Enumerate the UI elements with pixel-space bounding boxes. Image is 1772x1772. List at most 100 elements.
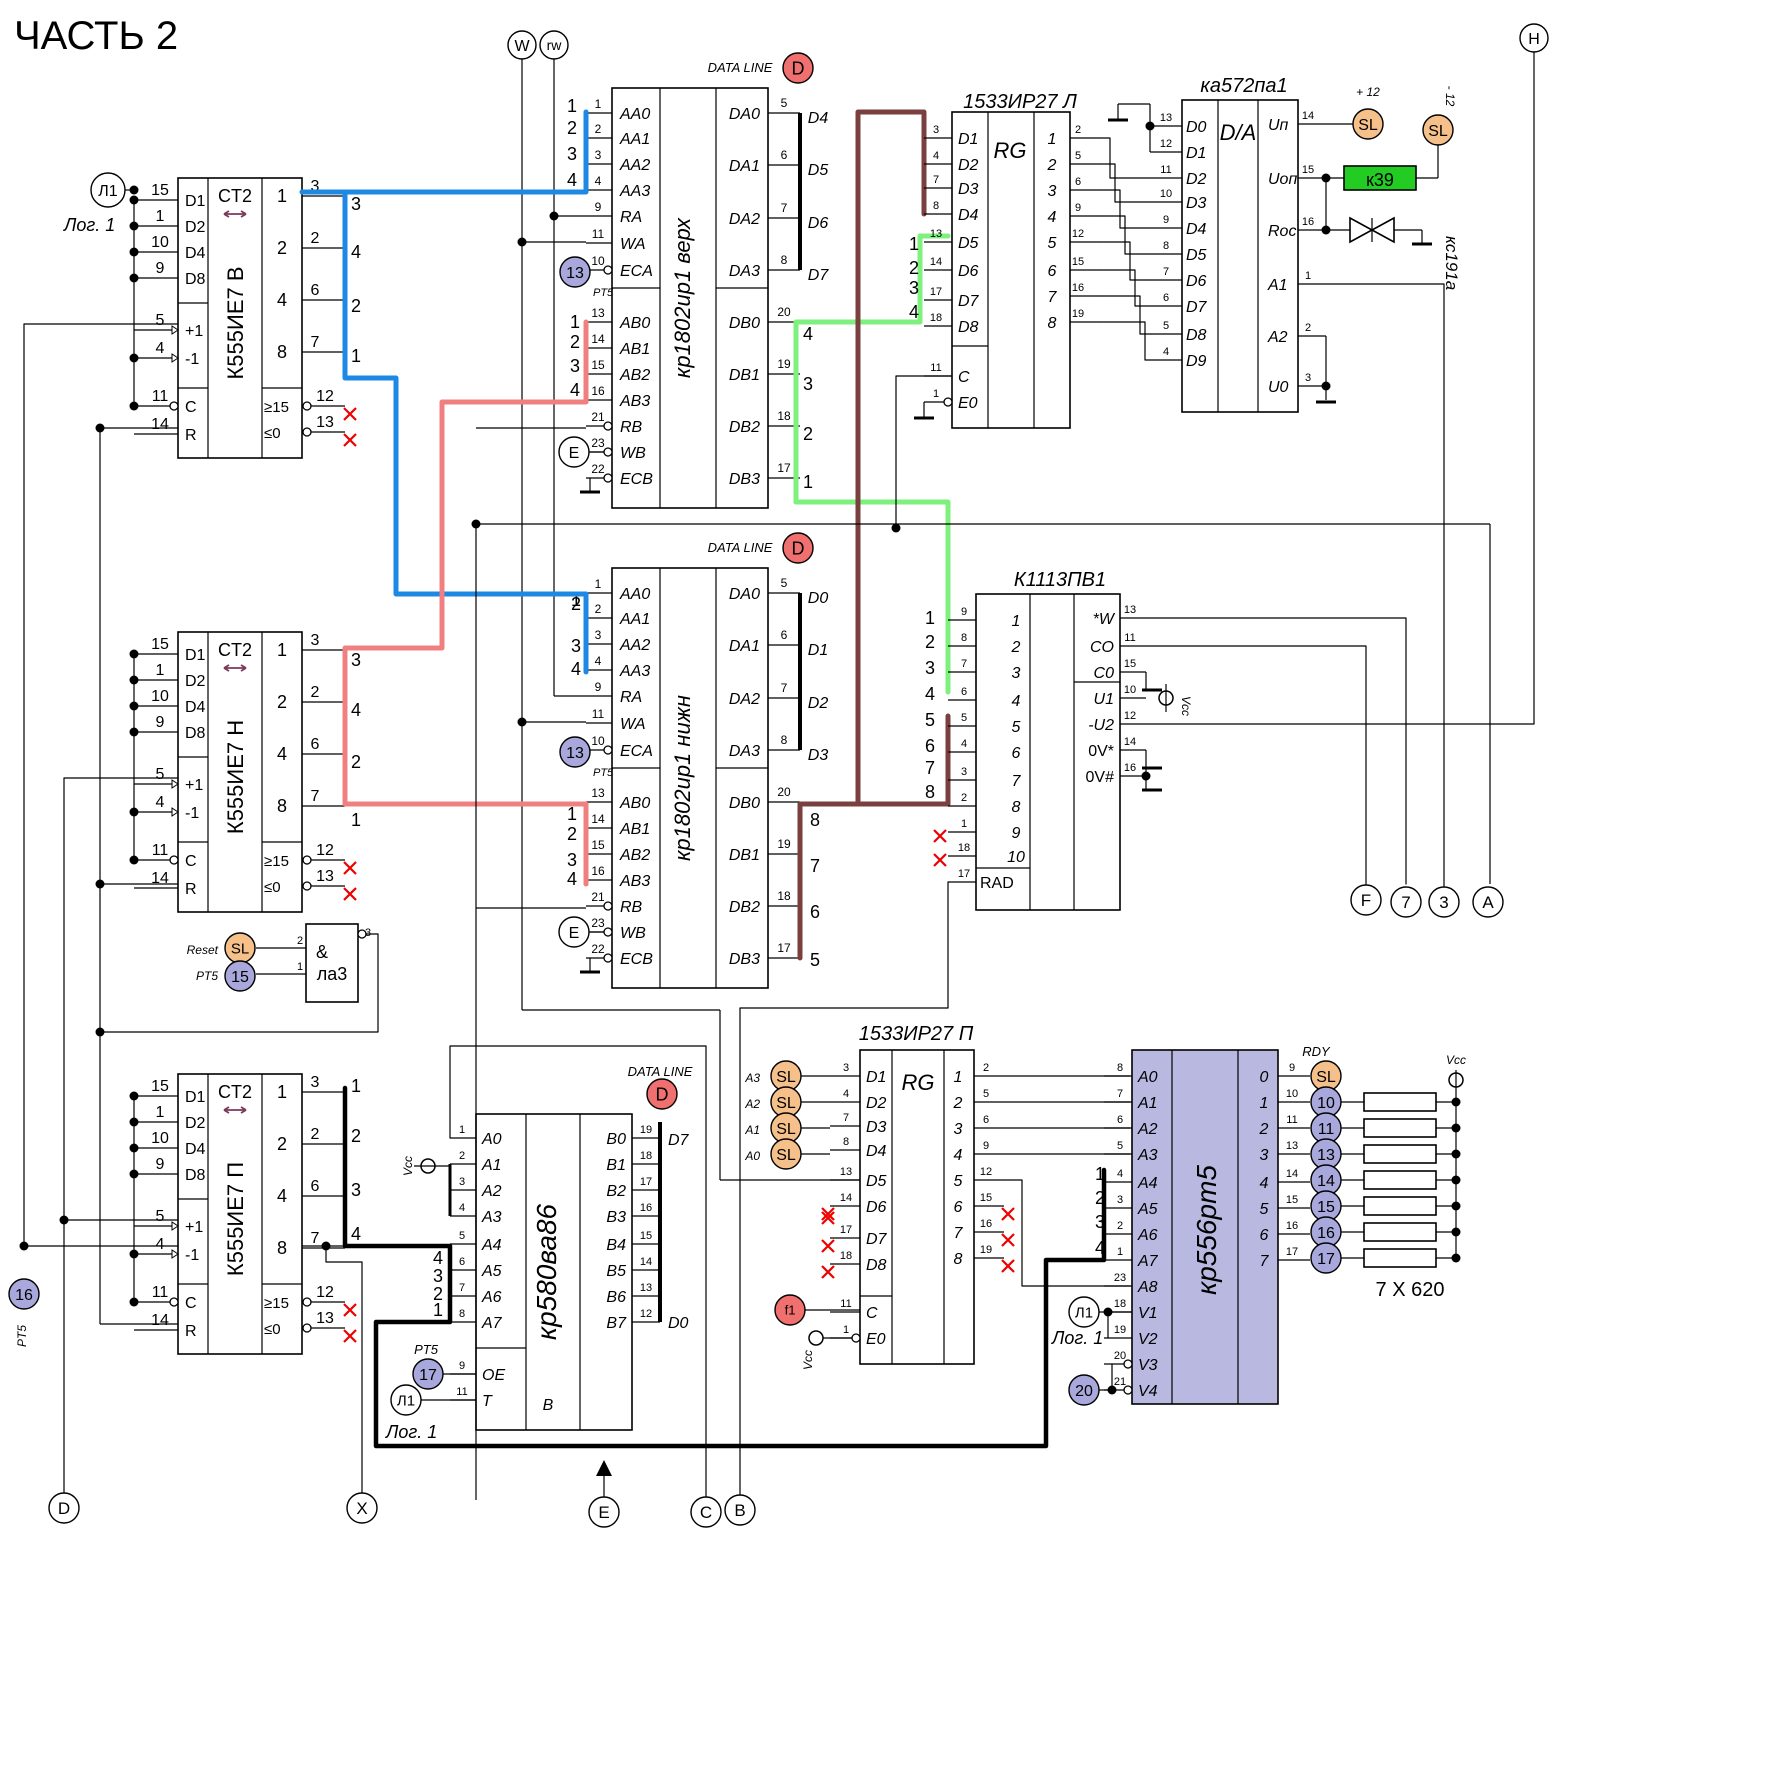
counter-input-label: -1 — [185, 1247, 199, 1264]
pin-number: 8 — [1163, 240, 1169, 252]
pin-number: 1 — [1305, 270, 1311, 282]
register-input-label: D2 — [866, 1095, 887, 1112]
counter-output-label: 4 — [277, 290, 287, 310]
dac-wire — [1099, 189, 1151, 229]
ram-pin-label: AB1 — [619, 821, 650, 838]
pin-number: 18 — [777, 889, 791, 903]
pin-number: 3 — [1305, 372, 1311, 384]
pullup-resistor — [1363, 1248, 1437, 1268]
pin-number: 19 — [777, 357, 791, 371]
pin-number: 5 — [1117, 1140, 1123, 1152]
logic-one-label: Лог. 1 — [385, 1422, 437, 1442]
ram-pin-label: AB2 — [619, 367, 650, 384]
ram-pin-label: WB — [620, 445, 646, 462]
pin-number: 19 — [1114, 1324, 1126, 1336]
pin-number: 11 — [1160, 164, 1171, 176]
register-output-label: 4 — [1048, 209, 1057, 226]
adc-body — [975, 593, 1121, 911]
pin-number: 4 — [156, 1236, 165, 1253]
pin-number: 4 — [459, 1202, 465, 1214]
counter-input-label: D8 — [185, 271, 206, 288]
bus-bit: 4 — [433, 1248, 443, 1268]
marker-15-text: 15 — [231, 969, 249, 986]
counter-name: К555ИЕ7 Н — [223, 720, 248, 834]
ram-pin-label: DA2 — [729, 211, 760, 228]
pin-number: 9 — [595, 200, 602, 214]
pin-number: 2 — [297, 935, 303, 947]
pin-number: 3 — [595, 148, 602, 162]
data-label: D3 — [808, 747, 829, 764]
wire — [449, 1045, 707, 1501]
buffer-pin-label: A3 — [481, 1209, 502, 1226]
pin-number: 1 — [459, 1124, 465, 1136]
pin-number: 9 — [156, 1156, 165, 1173]
nand-gate — [305, 923, 359, 1003]
green-bus — [793, 499, 951, 695]
counter-flag-label: ≤0 — [264, 879, 281, 896]
pin-number: 10 — [151, 234, 169, 251]
pin-number: 2 — [311, 230, 320, 247]
reset-label: Reset — [187, 943, 219, 957]
counter-output-label: 2 — [277, 1134, 287, 1154]
counter-input-label: D1 — [185, 193, 206, 210]
adc-output-label: CO — [1090, 639, 1114, 656]
pin-number: 8 — [781, 253, 788, 267]
no-connect-mark — [1001, 1233, 1015, 1247]
pin-number: 16 — [591, 384, 605, 398]
ram-pin-label: RA — [620, 689, 642, 706]
wire — [739, 881, 949, 1501]
connector-A-text: A — [1482, 893, 1494, 912]
address-bit: 3 — [571, 636, 581, 656]
register-input-label: D7 — [958, 293, 980, 310]
pin-number: 8 — [1117, 1062, 1123, 1074]
dac-input-label: D7 — [1186, 299, 1208, 316]
data-label: D0 — [808, 590, 829, 607]
pin-number: 12 — [1124, 710, 1136, 722]
pin-number: 9 — [1075, 202, 1081, 214]
connector-e-text: E — [598, 1503, 609, 1522]
connector-b — [724, 1494, 756, 1526]
dac-output-label: U0 — [1268, 379, 1289, 396]
pin-number: 5 — [781, 576, 788, 590]
pin-number: 5 — [983, 1088, 989, 1100]
pin-number: 14 — [151, 1312, 169, 1329]
pullup-resistor — [1363, 1144, 1437, 1164]
wire — [1325, 283, 1445, 889]
pin-number: 6 — [1075, 176, 1081, 188]
pin-number: 23 — [591, 436, 605, 450]
inversion-bubble — [169, 401, 179, 411]
logic-one-label: Лог. 1 — [63, 215, 115, 235]
bus-bit: 5 — [810, 950, 820, 970]
no-connect-mark — [933, 829, 947, 843]
counter-input-label: +1 — [185, 1219, 203, 1236]
pin-number: 15 — [591, 838, 605, 852]
pt5-label: PT5 — [196, 969, 218, 983]
bus-bit: 4 — [909, 302, 919, 322]
pin-number: 2 — [595, 602, 602, 616]
bus-bit: 2 — [925, 632, 935, 652]
pin-number: 13 — [1160, 112, 1172, 124]
ram-pin-label: RB — [620, 899, 643, 916]
counter-input-label: D1 — [185, 1089, 206, 1106]
counter-input-label: D4 — [185, 699, 206, 716]
ram-pin-label: DB3 — [729, 951, 760, 968]
counter-output-label: 4 — [277, 1186, 287, 1206]
bus-bit: 2 — [1095, 1188, 1105, 1208]
pin-number: 14 — [1124, 736, 1136, 748]
adc-input-label: 6 — [1012, 745, 1021, 762]
pin-number: 9 — [459, 1360, 465, 1372]
ram-pin-label: DB3 — [729, 471, 760, 488]
counter-input-label: +1 — [185, 323, 203, 340]
pin-number: 4 — [156, 340, 165, 357]
connector-F — [1350, 884, 1382, 916]
pin-number: 10 — [1286, 1088, 1298, 1100]
pin-number: 11 — [592, 227, 605, 241]
counter-output-label: 1 — [277, 1082, 287, 1102]
register-name: 1533ИР27 П — [859, 1023, 974, 1045]
bus-bit: 1 — [351, 810, 361, 830]
junction-dot — [129, 185, 139, 195]
buffer-b-label: B — [543, 1397, 554, 1414]
supply-label: + 12 — [1356, 85, 1380, 99]
pin-number: 14 — [1286, 1168, 1298, 1180]
vcc-label: Vcc — [1179, 696, 1193, 716]
